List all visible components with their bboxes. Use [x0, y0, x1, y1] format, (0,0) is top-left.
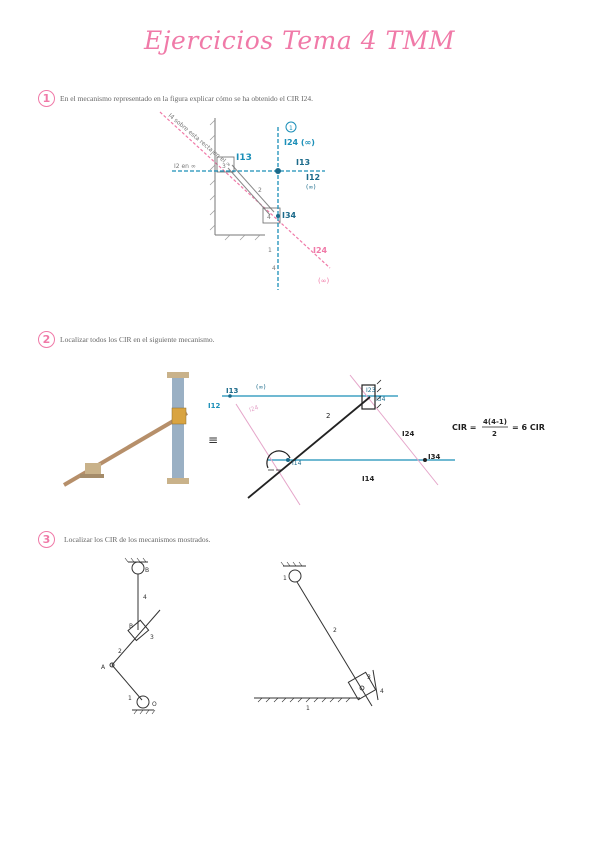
fig1-slider-top — [216, 156, 235, 173]
page-title: Ejercicios Tema 4 TMM — [144, 26, 455, 55]
fig2-pink-line-left — [235, 403, 301, 506]
fig2-label-i13: I13 — [226, 387, 238, 395]
fig1-link-1: 1 — [268, 247, 272, 254]
fig2-formula-den: 2 — [492, 430, 497, 438]
fig1-hatch-left — [209, 119, 216, 231]
fig2-formula-num: 4(4-1) — [483, 418, 507, 426]
fig3l-label-b: B — [129, 623, 133, 630]
exercise-number-3: 3 — [38, 531, 55, 548]
fig2-label-i34-small: I34 — [376, 396, 386, 403]
fig3l-label-4: 4 — [143, 594, 147, 601]
fig2-formula-right: = 6 CIR — [512, 423, 545, 432]
fig2-point-i13 — [228, 394, 232, 398]
fig2-column-top — [167, 372, 189, 378]
fig1-label-i34: I34 — [282, 211, 297, 220]
fig1-hatch-bottom — [224, 234, 261, 241]
fig3l-bottom-hatch — [133, 709, 156, 715]
fig3l-label-3: 3 — [150, 634, 154, 641]
fig3r-link-4 — [372, 669, 379, 701]
fig1-link-4b: 4 — [272, 265, 276, 272]
fig3l-joint-a — [109, 662, 115, 668]
fig1-link-bar-2 — [231, 164, 275, 213]
fig3l-label-b-top: B — [145, 567, 149, 574]
fig3l-slider — [127, 619, 150, 642]
fig3r-ground-hatch — [257, 697, 351, 703]
fig3l-bottom-pivot — [136, 695, 150, 709]
fig3l-link-1 — [111, 664, 143, 701]
fig2-point-i14 — [286, 458, 290, 462]
fig3l-label-2: 2 — [118, 648, 122, 655]
fig2-label-i12: I12 — [208, 402, 220, 410]
exercise-number-2: 2 — [38, 331, 55, 348]
fig1-label-i24: I24 — [313, 246, 328, 255]
fig2-label-i24: I24 — [248, 404, 259, 414]
fig3l-link-3 — [111, 609, 161, 666]
figure-3-left: B 4 B 3 2 A O 1 — [101, 557, 161, 715]
fig1-link-4: 4 — [267, 214, 271, 221]
fig3r-top-hatch — [280, 561, 303, 567]
fig3r-block-3 — [347, 671, 377, 701]
fig2-slider-box — [361, 384, 376, 410]
fig3l-label-a: A — [101, 664, 106, 671]
fig1-link-bar — [227, 167, 271, 216]
figure-2-diagram: I13 (∞) I12 I23 I24 I34 I24 2 I14 I34 I1… — [208, 374, 545, 506]
figure-2-photo — [62, 372, 189, 487]
fig3r-link-2 — [296, 581, 373, 707]
fig2-column — [172, 372, 184, 482]
fig2-pink-line-right — [349, 374, 439, 486]
fig1-marker: 1 — [289, 125, 293, 132]
figure-1: I4 sobre esta recta en el ∞ I2 en ∞ I13 … — [159, 111, 331, 290]
fig1-label-i24-inf: I24 (∞) — [284, 138, 315, 147]
fig1-diag-label: I4 sobre esta recta en el ∞ — [167, 112, 233, 169]
fig2-pivot — [85, 463, 101, 475]
fig1-link-3: 3 — [222, 163, 226, 170]
fig2-arm — [62, 411, 189, 487]
fig2-pivot-arc — [266, 450, 291, 469]
exercise-1-text: En el mecanismo representado en la figur… — [60, 94, 314, 103]
fig3r-block-pin — [359, 685, 365, 691]
fig1-point-i34 — [276, 214, 280, 218]
fig1-label-i24-paren: (∞) — [318, 277, 330, 285]
fig3r-label-ground: 1 — [306, 705, 310, 712]
fig1-label-i12-inf: (∞) — [306, 184, 316, 191]
fig1-slider-bottom — [262, 207, 281, 224]
fig2-label-link-2: 2 — [326, 412, 330, 420]
fig2-formula-left: CIR = — [452, 423, 477, 432]
fig2-slider-hatch — [376, 379, 382, 409]
fig3l-label-o: O — [152, 701, 157, 708]
fig3r-label-3: 3 — [367, 674, 371, 681]
fig2-slider — [171, 407, 187, 425]
fig2-label-i34: I34 — [428, 453, 440, 461]
fig2-column-base — [167, 478, 189, 484]
exercise-2-text: Localizar todos los CIR en el siguiente … — [60, 335, 215, 344]
fig1-horiz-label: I2 en ∞ — [174, 163, 196, 170]
fig1-label-i13b: I13 — [296, 158, 310, 167]
fig1-point-i13 — [275, 168, 281, 174]
fig1-marker-circle — [285, 121, 297, 133]
fig3r-top-pivot — [288, 569, 302, 583]
fig2-label-i23: I23 — [366, 387, 376, 394]
fig2-equals: ≡ — [208, 433, 218, 447]
exercise-number-1: 1 — [38, 90, 55, 107]
fig2-label-i24-side: I24 — [402, 430, 414, 438]
fig3r-label-2: 2 — [333, 627, 337, 634]
figure-3-right: 1 2 3 4 1 — [254, 561, 384, 712]
fig1-label-i13: I13 — [236, 153, 252, 163]
fig2-point-i34 — [423, 458, 427, 462]
fig1-label-i12: I12 — [306, 173, 320, 182]
fig2-label-i14: I14 — [292, 460, 302, 467]
exercise-3-text: Localizar los CIR de los mecanismos most… — [64, 535, 211, 544]
fig2-label-i13-inf: (∞) — [256, 384, 266, 391]
fig2-label-i14-bottom: I14 — [362, 475, 374, 483]
fig3r-label-1: 1 — [283, 575, 287, 582]
fig3l-top-pivot — [131, 561, 145, 575]
fig1-diagonal-line — [159, 111, 331, 269]
fig3l-label-1: 1 — [128, 695, 132, 702]
fig1-link-2: 2 — [258, 187, 262, 194]
fig2-link-2 — [247, 396, 371, 499]
fig3l-top-hatch — [124, 557, 147, 563]
fig3r-label-4: 4 — [380, 688, 384, 695]
fig2-pivot-base — [80, 474, 104, 478]
